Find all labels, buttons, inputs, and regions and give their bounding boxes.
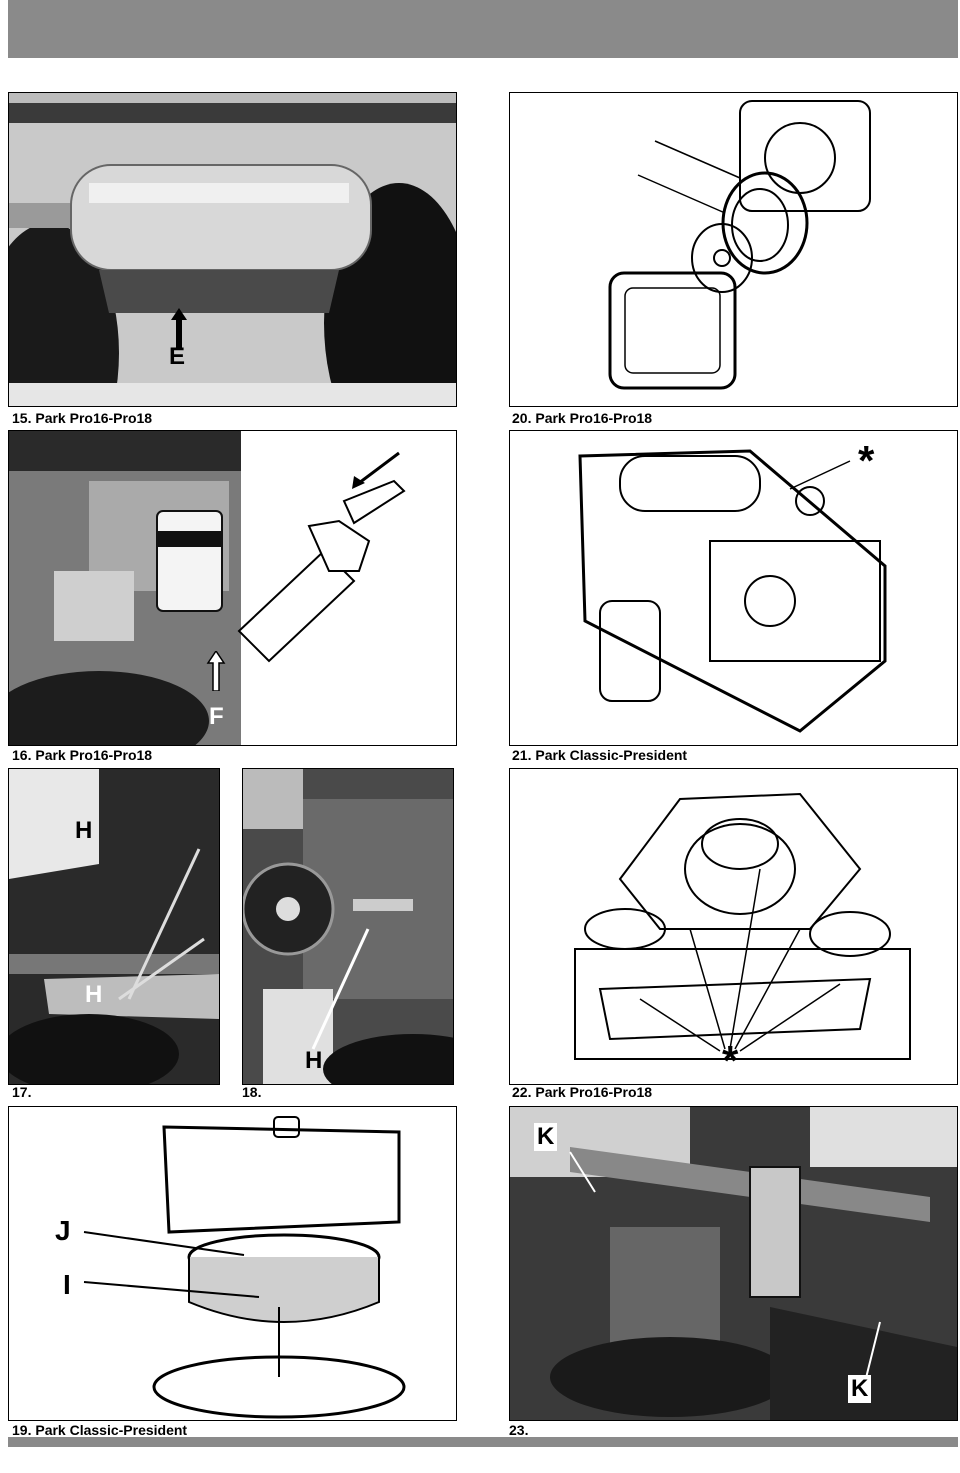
figure-20-caption: 20. Park Pro16-Pro18 xyxy=(512,410,653,426)
figure-20-diagram xyxy=(509,92,958,407)
figure-16-photo: F xyxy=(8,430,457,746)
figure-23-photo: K K xyxy=(509,1106,958,1421)
callout-k-top: K xyxy=(534,1123,558,1151)
figure-22-diagram: * xyxy=(509,768,958,1085)
figure-15-photo: E xyxy=(8,92,457,407)
callout-k-bottom: K xyxy=(848,1375,872,1403)
callout-h-17-bottom: H xyxy=(85,981,103,1008)
callout-h-18: H xyxy=(305,1047,323,1074)
callout-f: F xyxy=(209,703,224,730)
figure-23-caption: 23. xyxy=(509,1422,529,1438)
figure-19-caption: 19. Park Classic-President xyxy=(12,1422,188,1438)
callout-h-17-top: H xyxy=(75,817,93,844)
figure-21-diagram: * xyxy=(509,430,958,746)
figure-17-caption: 17. xyxy=(12,1084,32,1100)
callout-j: J xyxy=(55,1215,71,1246)
figure-19-diagram: J I xyxy=(8,1106,457,1421)
header-bar xyxy=(8,0,958,58)
footer-bar xyxy=(8,1437,958,1447)
figure-15-caption: 15. Park Pro16-Pro18 xyxy=(12,410,153,426)
asterisk-marker-22: * xyxy=(722,1037,739,1084)
asterisk-marker-21: * xyxy=(858,437,875,484)
figure-21-caption: 21. Park Classic-President xyxy=(512,747,688,763)
figure-17-photo: H H xyxy=(8,768,220,1085)
figure-22-caption: 22. Park Pro16-Pro18 xyxy=(512,1084,653,1100)
callout-i: I xyxy=(63,1269,71,1300)
figure-18-photo: H xyxy=(242,768,454,1085)
figure-16-caption: 16. Park Pro16-Pro18 xyxy=(12,747,153,763)
figure-18-caption: 18. xyxy=(242,1084,262,1100)
callout-e: E xyxy=(169,343,186,370)
